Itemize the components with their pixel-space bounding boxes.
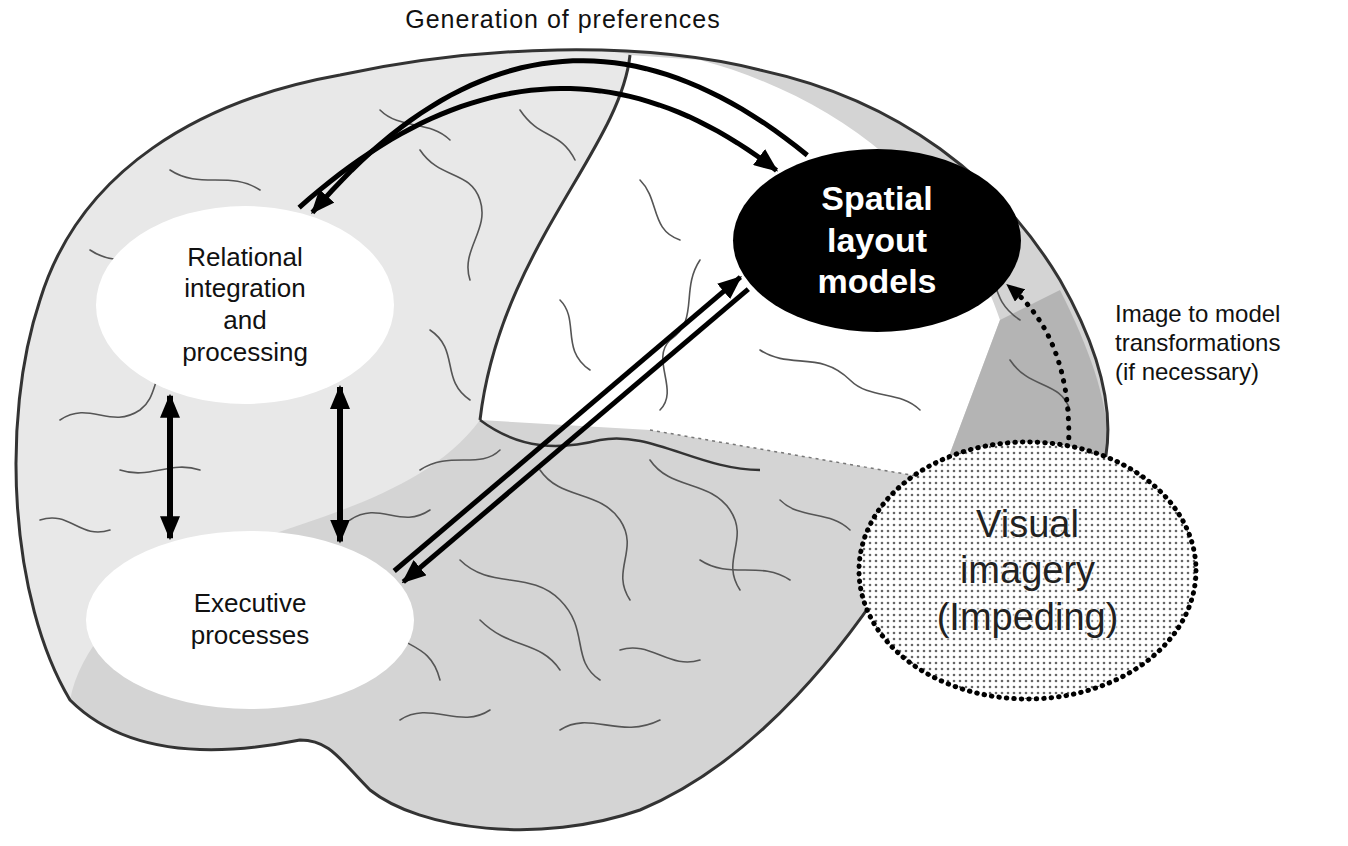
brain-outline-stroke bbox=[16, 50, 1108, 830]
arrow-connector bbox=[312, 61, 807, 213]
ellipse-fill bbox=[859, 442, 1196, 699]
edge-label: Image to model transformations (if neces… bbox=[1112, 300, 1303, 386]
process-ellipse: Relational integration and processing bbox=[95, 205, 395, 405]
imagery-ellipse: Visual imagery (Impeding) bbox=[855, 438, 1200, 703]
node-text: Executive processes bbox=[175, 588, 325, 651]
central-sulcus bbox=[480, 55, 630, 420]
arrow-connector bbox=[167, 396, 173, 538]
ellipse-fill bbox=[96, 206, 394, 404]
dotted-arrow bbox=[1008, 285, 1069, 438]
node-text: Relational integration and processing bbox=[163, 242, 328, 369]
brain-outline bbox=[16, 50, 1108, 830]
lobe-boundary bbox=[650, 430, 940, 480]
arrow-connector bbox=[403, 289, 748, 582]
process-ellipse: Executive processes bbox=[85, 530, 415, 710]
ellipse-fill bbox=[733, 149, 1021, 332]
arrow-connector bbox=[299, 89, 776, 208]
node-text: Visual imagery (Impeding) bbox=[920, 501, 1135, 640]
ellipse-fill bbox=[86, 531, 414, 709]
node-text: Spatial layout models bbox=[802, 178, 952, 302]
arrow-connector bbox=[337, 387, 343, 542]
edge-label: Generation of preferences bbox=[350, 4, 776, 34]
model-ellipse: Spatial layout models bbox=[732, 148, 1022, 333]
arrow-connector bbox=[394, 277, 740, 571]
